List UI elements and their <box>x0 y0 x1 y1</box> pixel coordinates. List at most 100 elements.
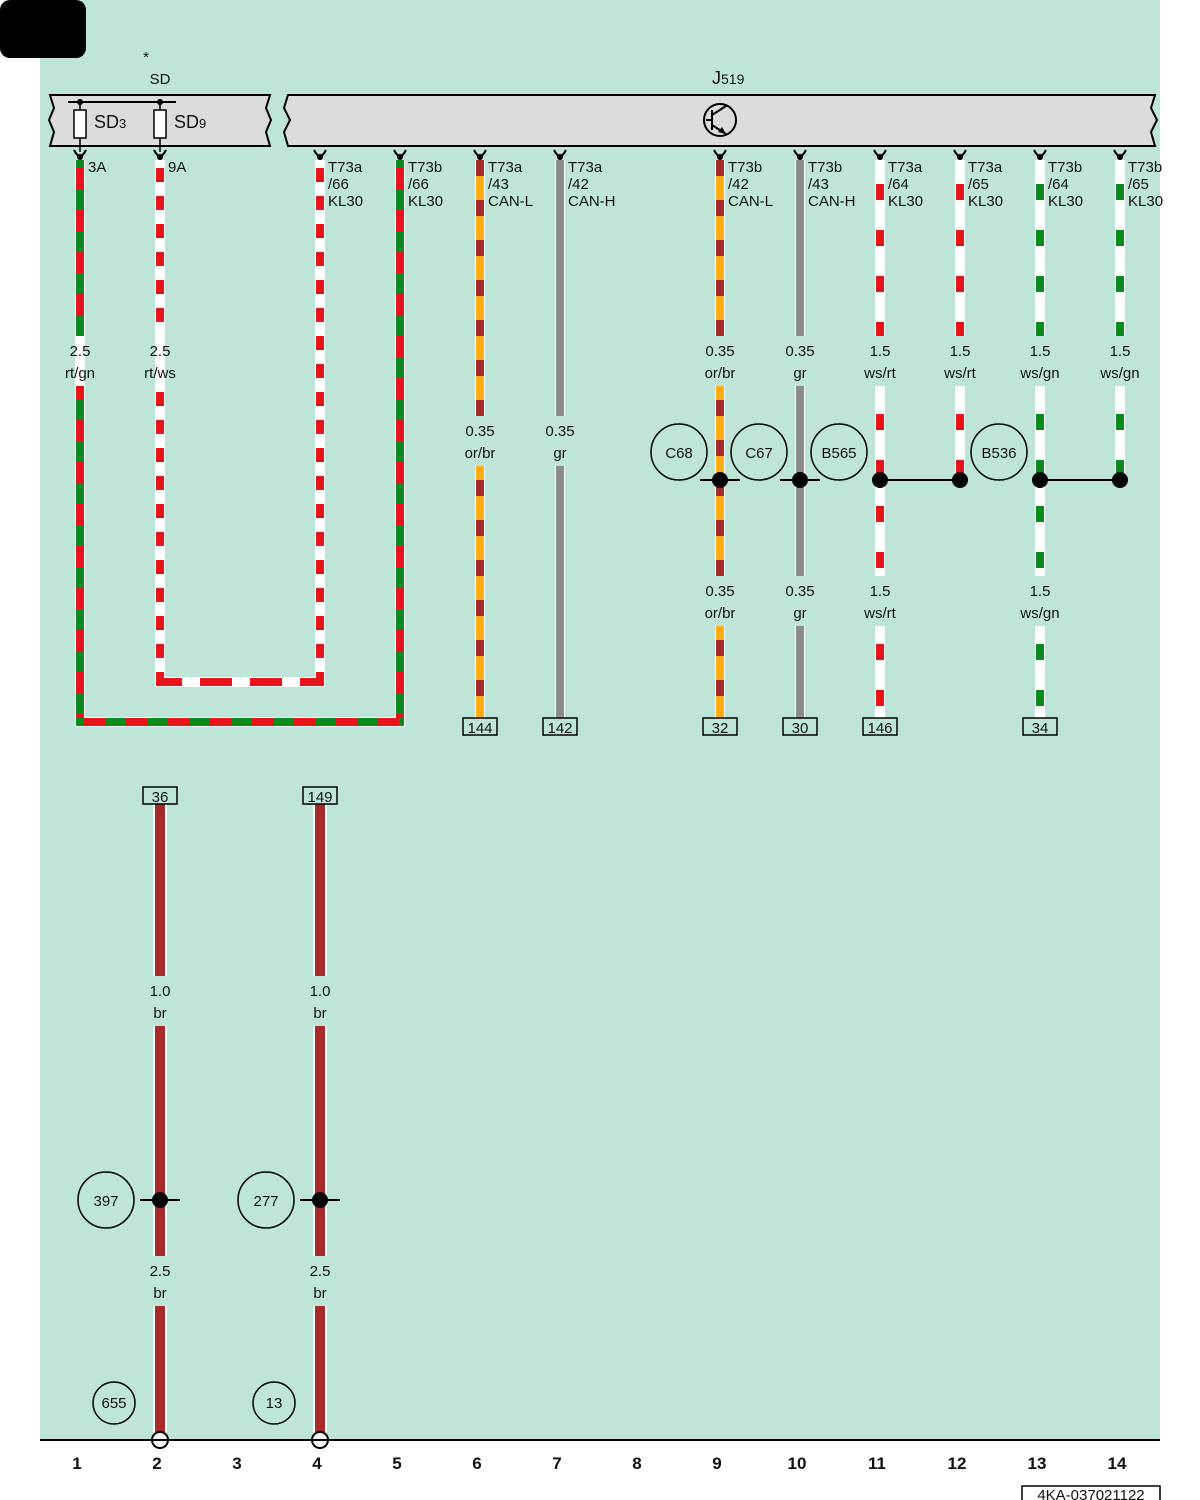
ground-point-circle[interactable] <box>92 1381 136 1425</box>
column-number: 14 <box>1108 1454 1127 1473</box>
continuation-ref-box[interactable] <box>1022 717 1058 736</box>
wire-color-label: br <box>153 1005 166 1022</box>
pin-label: T73b <box>1048 159 1082 176</box>
pin-label: KL30 <box>1048 193 1083 210</box>
wire-size-label: 1.5 <box>870 583 891 600</box>
continuation-ref-box[interactable] <box>542 717 578 736</box>
wire-size-label: 0.35 <box>705 343 734 360</box>
wire-can-l-col6[interactable] <box>475 160 485 718</box>
column-number: 8 <box>632 1454 641 1473</box>
column-number: 11 <box>868 1454 886 1473</box>
column-number: 1 <box>72 1454 81 1473</box>
wire-br-col4[interactable] <box>313 804 327 1432</box>
splice-dot-b565-right <box>952 472 968 488</box>
wire-size-label: 1.5 <box>1030 343 1051 360</box>
wire-color-label: ws/rt <box>863 365 896 382</box>
continuation-ref-box[interactable] <box>702 717 738 736</box>
pin-contact-icon <box>317 154 323 160</box>
column-number: 13 <box>1028 1454 1047 1473</box>
pin-label: CAN-H <box>568 193 616 210</box>
connection-point-circle[interactable] <box>730 423 788 481</box>
pin-contact-icon <box>1117 154 1123 160</box>
connection-point-circle[interactable] <box>810 423 868 481</box>
pin-label: /43 <box>488 176 509 193</box>
wire-br-col2[interactable] <box>153 804 167 1432</box>
pin-contact-icon <box>557 154 563 160</box>
pin-label: KL30 <box>1128 193 1163 210</box>
pin-label: T73b <box>728 159 762 176</box>
ground-point-circle[interactable] <box>252 1381 296 1425</box>
splice-dot-b536 <box>1032 472 1048 488</box>
pin-contact-icon <box>477 154 483 160</box>
connection-point-circle[interactable] <box>650 423 708 481</box>
pin-label: CAN-L <box>488 193 533 210</box>
wire-size-label: 0.35 <box>785 343 814 360</box>
wire-color-label: ws/gn <box>1099 365 1139 382</box>
wire-kl30-col13[interactable] <box>1035 160 1045 718</box>
continuation-ref-label: 149 <box>307 789 332 806</box>
wire-loop-rt-ws[interactable] <box>155 160 325 687</box>
pin-label: CAN-L <box>728 193 773 210</box>
control-unit-label: J519 <box>712 68 745 88</box>
column-number: 7 <box>552 1454 561 1473</box>
wire-loop-rt-gn[interactable] <box>75 160 405 727</box>
pin-label: /64 <box>1048 176 1069 193</box>
continuation-ref-label: 34 <box>1032 720 1049 737</box>
fuse-sd3-icon <box>73 109 87 139</box>
wire-size-label: 1.5 <box>1030 583 1051 600</box>
continuation-ref-label: 36 <box>152 789 169 806</box>
fuse-sd3-label: SD3 <box>94 112 126 132</box>
pin-label: T73a <box>968 159 1003 176</box>
connection-point-circle[interactable] <box>970 423 1028 481</box>
continuation-ref-box[interactable] <box>142 786 178 805</box>
wire-can-l-col9[interactable] <box>715 160 725 718</box>
pin-label: KL30 <box>328 193 363 210</box>
pin-contact-icon <box>397 154 403 160</box>
continuation-ref-label: 30 <box>792 720 809 737</box>
fuse-holder-star: * <box>143 49 149 66</box>
continuation-ref-box[interactable] <box>782 717 818 736</box>
wire-color-label: rt/gn <box>65 365 95 382</box>
fuse-holder-label: SD <box>150 71 171 88</box>
wire-kl30-col14[interactable] <box>1115 160 1125 480</box>
fuse-holder-sd[interactable] <box>47 94 273 152</box>
pin-label: CAN-H <box>808 193 856 210</box>
pin-contact-icon <box>957 154 963 160</box>
ground-point-label: 655 <box>101 1395 126 1412</box>
continuation-ref-label: 32 <box>712 720 729 737</box>
page-tab-marker <box>0 0 86 58</box>
column-number: 5 <box>392 1454 401 1473</box>
continuation-ref-label: 144 <box>467 720 492 737</box>
connection-point-circle[interactable] <box>237 1171 295 1229</box>
column-number: 10 <box>788 1454 807 1473</box>
pin-label: /66 <box>408 176 429 193</box>
pin-label: /64 <box>888 176 909 193</box>
pin-label: T73b <box>408 159 442 176</box>
wire-size-label: 1.5 <box>870 343 891 360</box>
wire-kl30-col11[interactable] <box>875 160 885 718</box>
splice-dot-c68 <box>712 472 728 488</box>
continuation-ref-box[interactable] <box>862 717 898 736</box>
continuation-ref-label: 146 <box>867 720 892 737</box>
control-unit-j519[interactable] <box>282 94 1159 147</box>
splice-dot-b565 <box>872 472 888 488</box>
wire-can-h-col7[interactable] <box>555 160 565 718</box>
wire-color-label: ws/rt <box>863 605 896 622</box>
connection-point-circle[interactable] <box>77 1171 135 1229</box>
wire-size-label: 1.5 <box>950 343 971 360</box>
pin-label: KL30 <box>968 193 1003 210</box>
pin-label: T73a <box>888 159 923 176</box>
pin-contact-icon <box>717 154 723 160</box>
wire-color-label: or/br <box>705 365 736 382</box>
continuation-ref-box[interactable] <box>302 786 338 805</box>
wire-can-h-col10[interactable] <box>795 160 805 718</box>
pin-label: T73a <box>568 159 603 176</box>
column-number: 9 <box>712 1454 721 1473</box>
transistor-symbol-icon <box>703 103 737 137</box>
wire-kl30-col12[interactable] <box>955 160 965 480</box>
wire-color-label: or/br <box>705 605 736 622</box>
pin-label: T73a <box>328 159 363 176</box>
pin-contact-icon <box>157 154 163 160</box>
continuation-ref-box[interactable] <box>462 717 498 736</box>
wire-size-label: 0.35 <box>465 423 494 440</box>
